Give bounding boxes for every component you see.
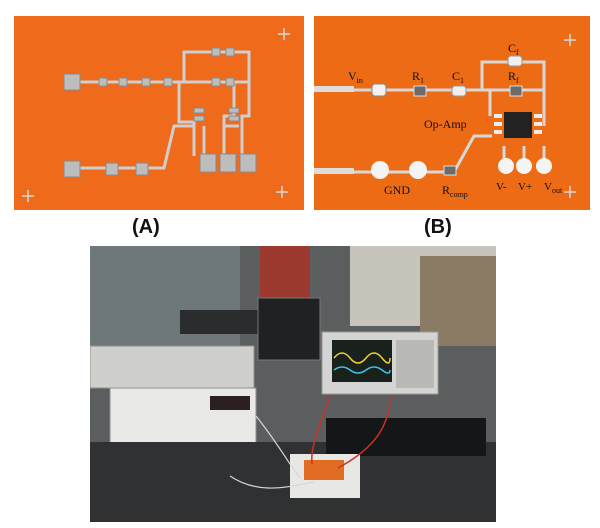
gnd-connector-right: [409, 161, 427, 179]
resistor-rcomp: [443, 165, 457, 176]
vplus-connector: [516, 158, 532, 174]
capacitor-c1: [451, 85, 467, 97]
function-generator: [90, 345, 255, 389]
panel-a-drawing: [22, 28, 290, 202]
oscilloscope-trace-yellow: [333, 352, 391, 364]
fiducial-marks-b: [564, 34, 576, 198]
oscilloscope-controls: [396, 340, 434, 388]
label-r1: R1: [412, 69, 424, 85]
red-panel: [260, 246, 310, 302]
panel-c-lab-bench-photo: [90, 246, 496, 522]
panel-c-drawing: [90, 246, 496, 522]
op-amp-pins: [494, 114, 542, 134]
equipment-cabinet: [90, 246, 240, 356]
circuit-on-bench: [304, 460, 344, 480]
keyboard: [326, 418, 486, 456]
shelf-unit: [420, 256, 496, 346]
label-opamp: Op-Amp: [424, 117, 467, 131]
cables: [229, 415, 315, 489]
probe-wires: [311, 395, 391, 469]
label-vout: Vout: [544, 181, 563, 195]
label-gnd: GND: [384, 183, 410, 197]
resistor-rf: [509, 85, 523, 97]
label-vin: Vin: [348, 69, 363, 85]
gnd-connector-left: [371, 161, 389, 179]
panel-b-drawing: Vin R1 C1 Cf Rf Op-Amp GND Rcomp V- V+ V…: [314, 34, 576, 199]
panel-a-printed-circuit: [14, 16, 304, 210]
label-rf: Rf: [508, 69, 519, 85]
caption-b: (B): [424, 216, 452, 238]
label-vminus: V-: [496, 181, 507, 193]
trace-pads: [63, 47, 257, 178]
resistor-r1: [413, 85, 427, 97]
fiducial-marks: [22, 28, 290, 202]
power-supply-display: [210, 396, 250, 410]
caption-a: (A): [132, 216, 160, 238]
monitor: [257, 297, 321, 361]
op-amp-chip: [504, 112, 532, 138]
label-vplus: V+: [518, 181, 532, 193]
label-cf: Cf: [508, 41, 519, 57]
panel-b-assembled-circuit: Vin R1 C1 Cf Rf Op-Amp GND Rcomp V- V+ V…: [314, 16, 590, 210]
vout-connector: [536, 158, 552, 174]
input-connector: [371, 83, 387, 97]
input-wire: [314, 86, 354, 174]
oscilloscope-trace-blue: [333, 366, 391, 374]
capacitor-cf: [507, 55, 523, 67]
components: [371, 55, 552, 179]
trace-lines: [74, 50, 251, 170]
vminus-connector: [498, 158, 514, 174]
label-c1: C1: [452, 69, 464, 85]
label-rcomp: Rcomp: [442, 183, 468, 199]
